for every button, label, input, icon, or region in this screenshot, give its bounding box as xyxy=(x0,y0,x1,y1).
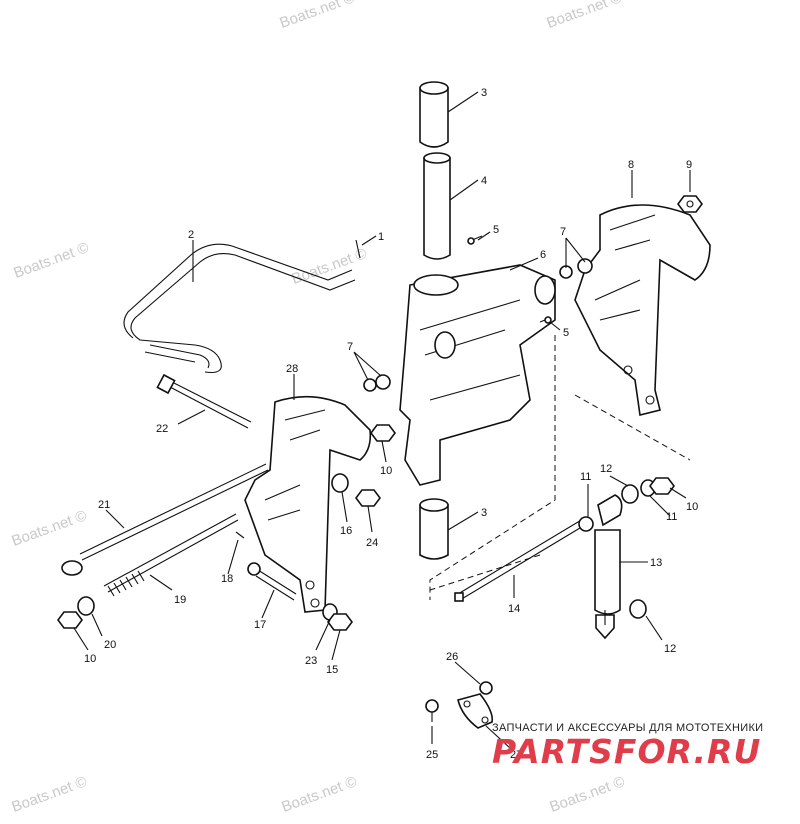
brand-banner: ЗАПЧАСТИ И АКСЕССУАРЫ ДЛЯ МОТОТЕХНИКИ PA… xyxy=(492,722,792,771)
nut-10c xyxy=(57,611,83,629)
callout-6: 6 xyxy=(540,249,546,261)
screw-5a xyxy=(467,235,483,245)
callout-5b: 5 xyxy=(563,327,569,339)
callout-2: 2 xyxy=(188,229,194,241)
callout-10b: 10 xyxy=(686,501,698,513)
bolt-17 xyxy=(247,562,297,601)
screw-25 xyxy=(425,699,439,722)
leader-lines xyxy=(73,91,691,749)
nut-15 xyxy=(327,613,353,631)
callout-8: 8 xyxy=(628,159,634,171)
plate-27 xyxy=(457,693,494,729)
callout-16: 16 xyxy=(340,525,352,537)
callout-24: 24 xyxy=(366,537,378,549)
bolt-22 xyxy=(156,373,252,429)
rod-14 xyxy=(454,518,586,602)
swivel-bracket xyxy=(399,264,556,486)
callout-17: 17 xyxy=(254,619,266,631)
nut-10a xyxy=(370,424,396,442)
assembly-lines xyxy=(429,335,691,600)
callout-22: 22 xyxy=(156,423,168,435)
callout-11: 11 xyxy=(580,471,591,483)
callout-27: 27 xyxy=(510,749,522,761)
callout-10c: 10 xyxy=(84,653,96,665)
callout-labels: 3 4 1 2 5 6 7 8 9 5 7 28 22 10 21 16 24 … xyxy=(84,87,698,761)
callout-25: 25 xyxy=(426,749,438,761)
brand-logo: PARTSFOR.RU xyxy=(492,732,762,771)
callout-10: 10 xyxy=(380,465,392,477)
callout-20: 20 xyxy=(104,639,116,651)
callout-26: 26 xyxy=(446,651,458,663)
callout-7b: 7 xyxy=(347,341,353,353)
nut-26 xyxy=(479,681,493,695)
callout-1: 1 xyxy=(378,231,384,243)
pin-18 xyxy=(235,531,245,539)
screw-5b xyxy=(539,316,552,324)
nut-24 xyxy=(355,489,381,507)
tube-long xyxy=(423,152,451,260)
callout-4: 4 xyxy=(481,175,487,187)
callout-14: 14 xyxy=(508,603,520,615)
callout-18: 18 xyxy=(221,573,233,585)
callout-9: 9 xyxy=(686,159,692,171)
pin xyxy=(355,239,361,259)
tube-upper xyxy=(419,81,449,148)
callout-7: 7 xyxy=(560,226,566,238)
washer-16 xyxy=(331,473,349,493)
callout-28: 28 xyxy=(286,363,298,375)
callout-15: 15 xyxy=(326,664,338,676)
cylinder-13 xyxy=(594,494,623,640)
callout-19: 19 xyxy=(174,594,186,606)
callout-23: 23 xyxy=(305,655,317,667)
nut-9 xyxy=(677,195,703,213)
clamp-bracket-left xyxy=(244,395,372,613)
bolt-21 xyxy=(61,463,269,576)
callout-5: 5 xyxy=(493,224,499,236)
callout-12: 12 xyxy=(600,463,612,475)
callout-3b: 3 xyxy=(481,507,487,519)
brand-tagline: ЗАПЧАСТИ И АКСЕССУАРЫ ДЛЯ МОТОТЕХНИКИ xyxy=(492,722,764,734)
callout-21: 21 xyxy=(98,499,110,511)
tube-lower xyxy=(419,498,449,560)
washers-right xyxy=(559,258,593,279)
clamp-bracket-right xyxy=(574,204,711,416)
rod-19 xyxy=(103,513,239,597)
callout-13: 13 xyxy=(650,557,662,569)
washer-20 xyxy=(77,596,95,616)
callout-12b: 12 xyxy=(664,643,676,655)
bushings-right xyxy=(578,477,675,619)
washers-left xyxy=(363,374,391,392)
callout-3: 3 xyxy=(481,87,487,99)
callout-11b: 11 xyxy=(666,511,677,523)
handle-bar xyxy=(123,243,356,374)
